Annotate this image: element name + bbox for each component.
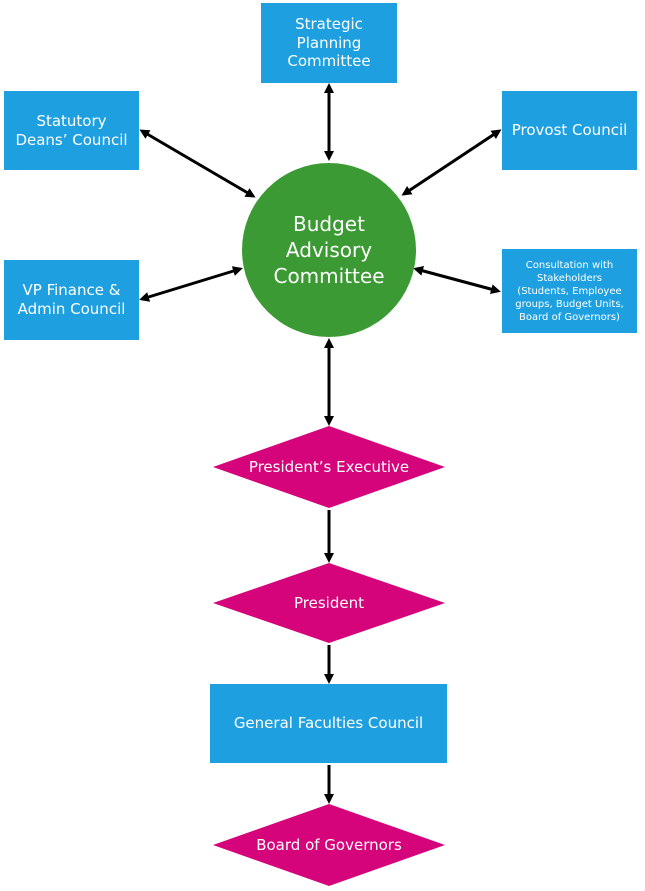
presidents-executive-diamond	[213, 426, 445, 508]
statutory-deans-council-box: Statutory Deans’ Council	[4, 91, 139, 170]
president-label: President	[294, 594, 364, 612]
budget-advisory-committee-label: Budget Advisory Committee	[273, 212, 385, 288]
general-faculties-council-box: General Faculties Council	[210, 684, 447, 763]
provost-council-label: Provost Council	[511, 121, 628, 140]
strategic-planning-committee-box: Strategic Planning Committee	[261, 3, 397, 83]
arrow-provost-budget	[401, 129, 502, 196]
statutory-deans-council-label: Statutory Deans’ Council	[15, 111, 128, 149]
board-of-governors-label: Board of Governors	[256, 836, 402, 854]
general-faculties-council-label: General Faculties Council	[233, 714, 424, 733]
vp-finance-admin-council-label: VP Finance & Admin Council	[17, 281, 126, 318]
vp-finance-admin-council-box: VP Finance & Admin Council	[4, 260, 139, 340]
president-diamond	[213, 563, 445, 643]
consultation-stakeholders-label: Consultation with Stakeholders (Students…	[515, 259, 624, 323]
provost-council-box: Provost Council	[502, 91, 637, 170]
arrow-statutory-budget	[139, 129, 256, 198]
consultation-stakeholders-box: Consultation with Stakeholders (Students…	[502, 249, 637, 333]
presidents-executive-label: President’s Executive	[248, 458, 410, 476]
strategic-planning-committee-label: Strategic Planning Committee	[287, 14, 371, 71]
budget-advisory-committee-circle: Budget Advisory Committee	[242, 163, 416, 337]
arrow-vpfinance-budget	[139, 266, 243, 302]
board-of-governors-diamond	[213, 804, 445, 886]
arrow-consult-budget	[413, 265, 501, 295]
